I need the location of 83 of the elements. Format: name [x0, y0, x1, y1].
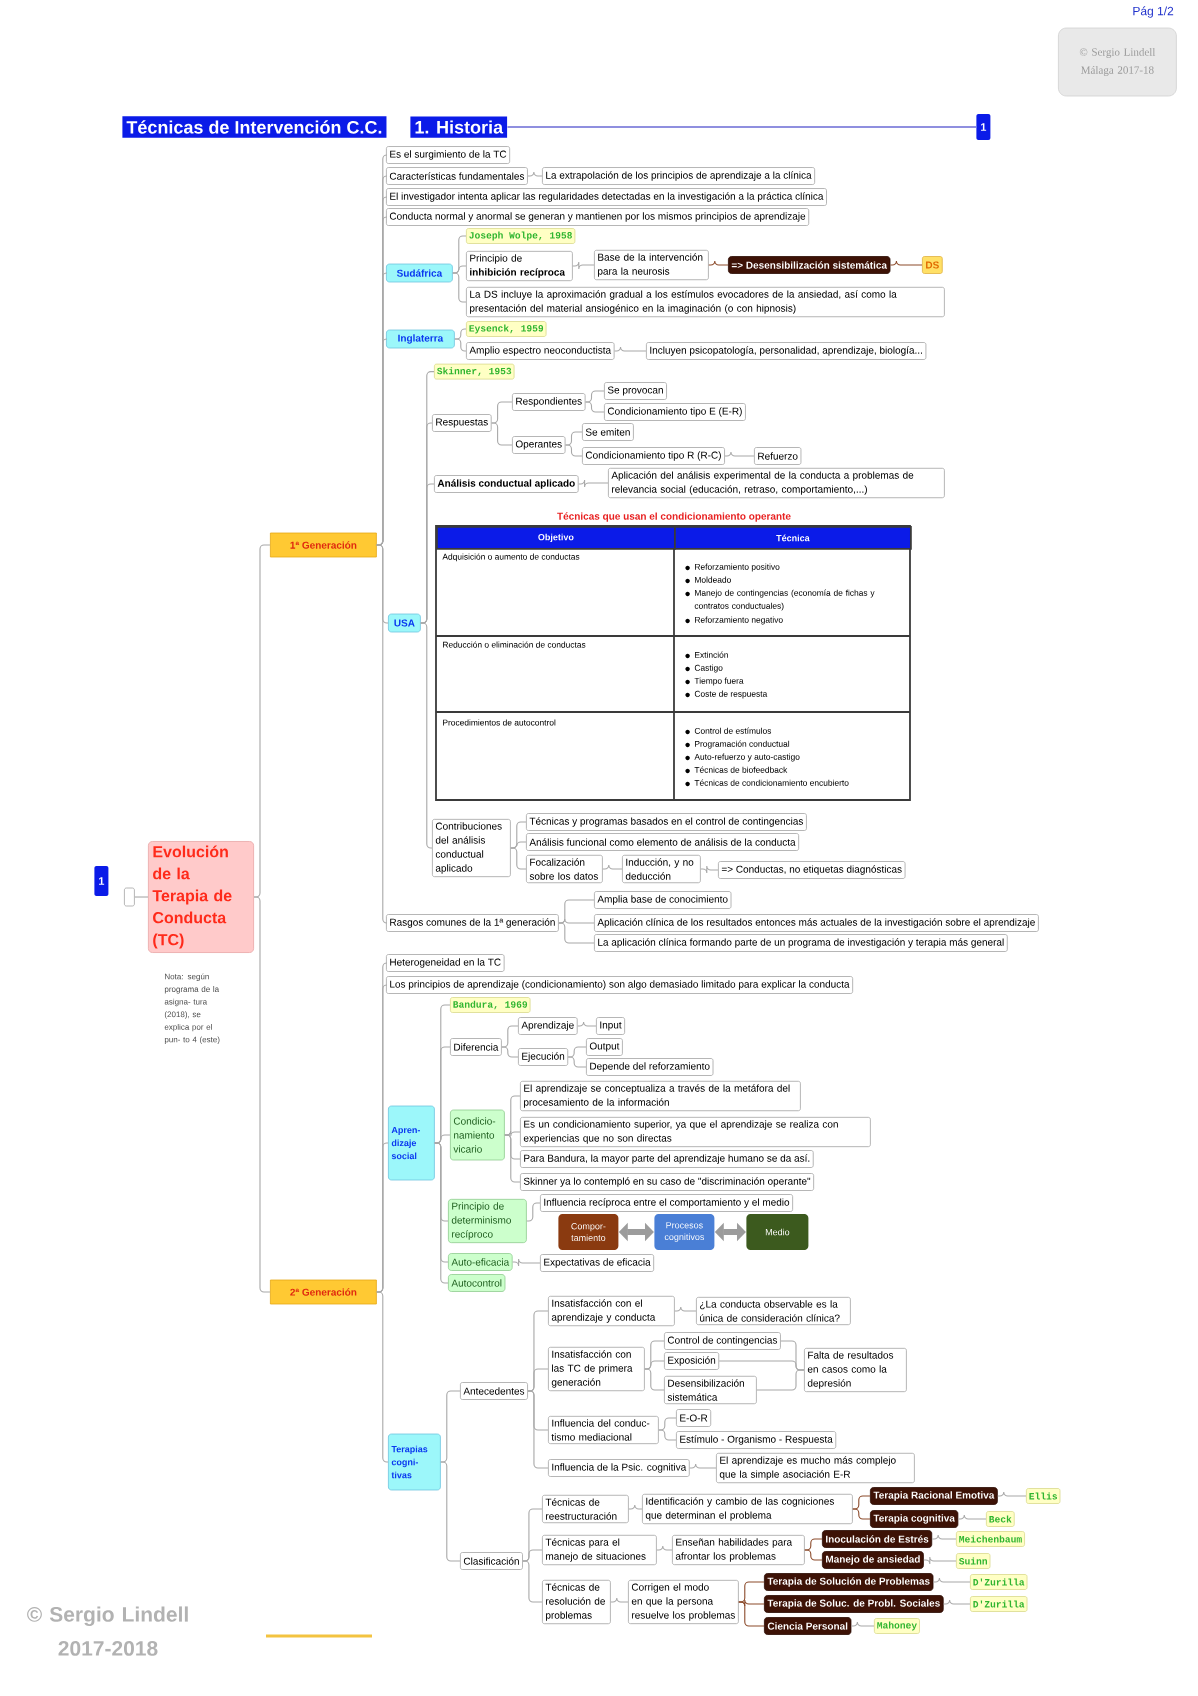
connector-line — [510, 821, 527, 849]
connector-line — [997, 1491, 1027, 1497]
connector-line — [452, 265, 467, 274]
connector-line — [644, 1360, 665, 1370]
connector-line — [700, 865, 719, 874]
connector-line — [738, 1599, 765, 1607]
connector-line — [491, 422, 513, 446]
connector-line — [522, 1549, 543, 1562]
connector-line — [434, 1134, 451, 1144]
connector-line — [724, 451, 755, 457]
connector-line — [491, 401, 513, 424]
connector-line — [658, 1429, 677, 1441]
connector-line — [578, 479, 609, 488]
connector-line — [504, 1134, 521, 1183]
connector-line — [644, 1368, 665, 1391]
connector-line — [738, 1581, 765, 1603]
title-box: Técnicas de Intervención C.C. — [122, 116, 387, 138]
connector-line — [526, 1202, 541, 1222]
connector-line — [943, 1599, 971, 1605]
connector-line — [558, 899, 595, 924]
connector-line — [376, 338, 388, 546]
connector-line — [957, 1514, 987, 1520]
connector-line — [522, 1560, 543, 1603]
connector-line — [674, 1306, 697, 1312]
connector-line — [558, 922, 595, 944]
connector-line — [931, 1534, 957, 1540]
connector-line — [253, 896, 271, 1293]
connector-line — [689, 1463, 717, 1469]
connector-line — [628, 1504, 643, 1510]
connector-line — [852, 1495, 871, 1510]
connector-line — [567, 1056, 587, 1068]
connector-line — [718, 1360, 805, 1371]
connector-line — [708, 260, 729, 266]
connector-line — [564, 431, 583, 446]
connector-line — [923, 1556, 957, 1565]
connector-line — [420, 483, 435, 624]
connector-line — [376, 1291, 389, 1463]
connector-line — [572, 261, 595, 270]
connector-line — [889, 260, 923, 266]
connector-line — [504, 1095, 521, 1136]
connector-line — [610, 1597, 629, 1603]
connector-line — [452, 272, 467, 303]
connector-line — [512, 1258, 541, 1267]
connector-line — [454, 328, 467, 340]
connector-line — [527, 1368, 549, 1392]
connector-line — [452, 235, 467, 274]
connector-line — [420, 622, 433, 849]
connector-line — [804, 1538, 823, 1551]
title-line — [506, 126, 977, 128]
section-box: 1. Historia — [410, 116, 508, 138]
connector-line — [602, 864, 623, 870]
connector-line — [510, 841, 527, 849]
connector-line — [510, 847, 527, 870]
topic-box: Evolución de la Terapia de Conducta (TC) — [148, 841, 254, 953]
connector-line — [738, 1601, 765, 1627]
connector-line — [501, 1046, 519, 1058]
connector-line — [567, 1046, 587, 1058]
handle-box — [124, 887, 135, 907]
connector-line — [852, 1508, 871, 1520]
connector-line — [584, 390, 605, 403]
connector-line — [850, 1621, 875, 1627]
connector-line — [440, 1390, 461, 1463]
connector-line — [558, 918, 595, 924]
connector-line — [504, 1130, 521, 1137]
connector-line — [656, 1545, 673, 1551]
connector-line — [756, 1369, 805, 1391]
connector-line — [134, 896, 149, 898]
connector-line — [454, 338, 467, 352]
connector-line — [501, 1025, 519, 1048]
connector-line — [577, 1021, 597, 1027]
copyright-text: © Sergio Lindell 2017-2018 — [27, 1606, 188, 1656]
connector-line — [253, 544, 271, 898]
connector-line — [658, 1417, 677, 1431]
connector-line — [440, 1461, 461, 1562]
connector-line — [376, 1142, 389, 1293]
connector-line — [376, 544, 388, 924]
connector-line — [527, 1390, 549, 1469]
connector-line — [614, 346, 647, 352]
connector-line — [527, 171, 543, 177]
connector-line — [584, 401, 605, 413]
connector-line — [564, 444, 583, 457]
connector-line — [804, 1549, 823, 1561]
connector-line — [932, 1577, 971, 1583]
